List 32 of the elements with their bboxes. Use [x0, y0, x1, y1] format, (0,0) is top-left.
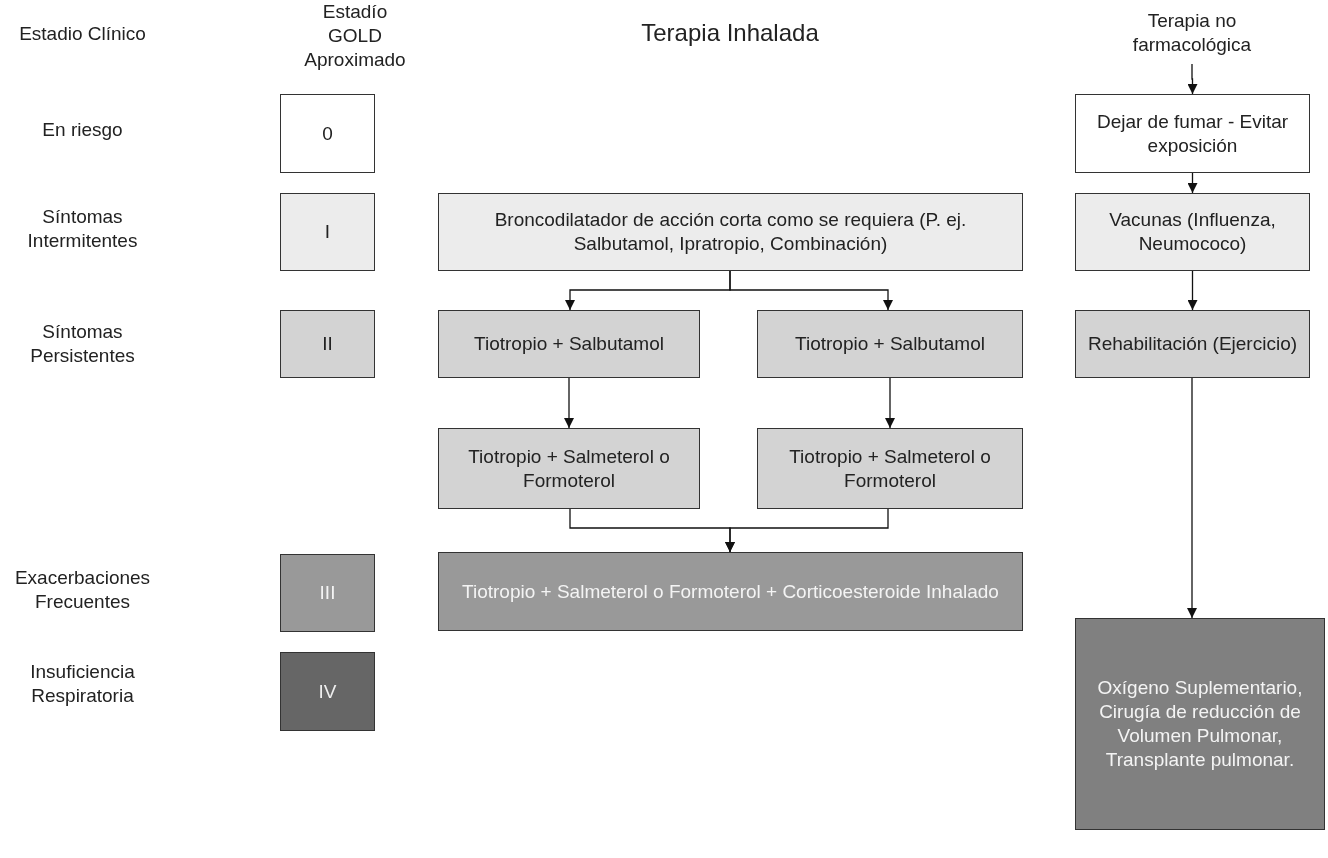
stage-box: II [280, 310, 375, 378]
arrow [1187, 377, 1197, 619]
column-heading: Estadío GOLD Aproximado [303, 0, 407, 72]
arrow [885, 377, 895, 429]
arrow [564, 377, 574, 429]
therapy-box: Tiotropio + Salmeterol o Formoterol + Corticoesteroide Inhalado [438, 552, 1023, 631]
stage-box: III [280, 554, 375, 632]
therapy-box: Rehabilitación (Ejercicio) [1075, 310, 1310, 378]
stage-label: Síntomas Intermitentes [26, 205, 139, 253]
therapy-box: Tiotropio + Salmeterol o Formoterol [757, 428, 1023, 509]
column-heading: Terapia no farmacológica [1112, 2, 1272, 64]
arrow [725, 508, 889, 553]
therapy-box: Vacunas (Influenza, Neumococo) [1075, 193, 1310, 271]
stage-box: I [280, 193, 375, 271]
column-heading: Terapia Inhalada [640, 18, 820, 47]
stage-label: Exacerbaciones Frecuentes [13, 566, 152, 614]
arrow [1187, 270, 1198, 311]
stage-box: 0 [280, 94, 375, 173]
stage-box: IV [280, 652, 375, 731]
arrow [1187, 63, 1198, 95]
column-heading: Estadio Clínico [18, 22, 147, 46]
arrow [1187, 172, 1198, 194]
arrow [729, 270, 893, 311]
stage-label: Síntomas Persistentes [29, 320, 136, 368]
therapy-box: Broncodilatador de acción corta como se requiera (P. ej. Salbutamol, Ipratropio, Combinación) [438, 193, 1023, 271]
therapy-box: Tiotropio + Salbutamol [438, 310, 700, 378]
therapy-box: Oxígeno Suplementario, Cirugía de reducción de Volumen Pulmonar, Transplante pulmonar. [1075, 618, 1325, 830]
stage-label: Insuficiencia Respiratoria [29, 660, 136, 708]
stage-label: En riesgo [41, 118, 124, 142]
therapy-box: Dejar de fumar - Evitar exposición [1075, 94, 1310, 173]
therapy-box: Tiotropio + Salbutamol [757, 310, 1023, 378]
therapy-box: Tiotropio + Salmeterol o Formoterol [438, 428, 700, 509]
